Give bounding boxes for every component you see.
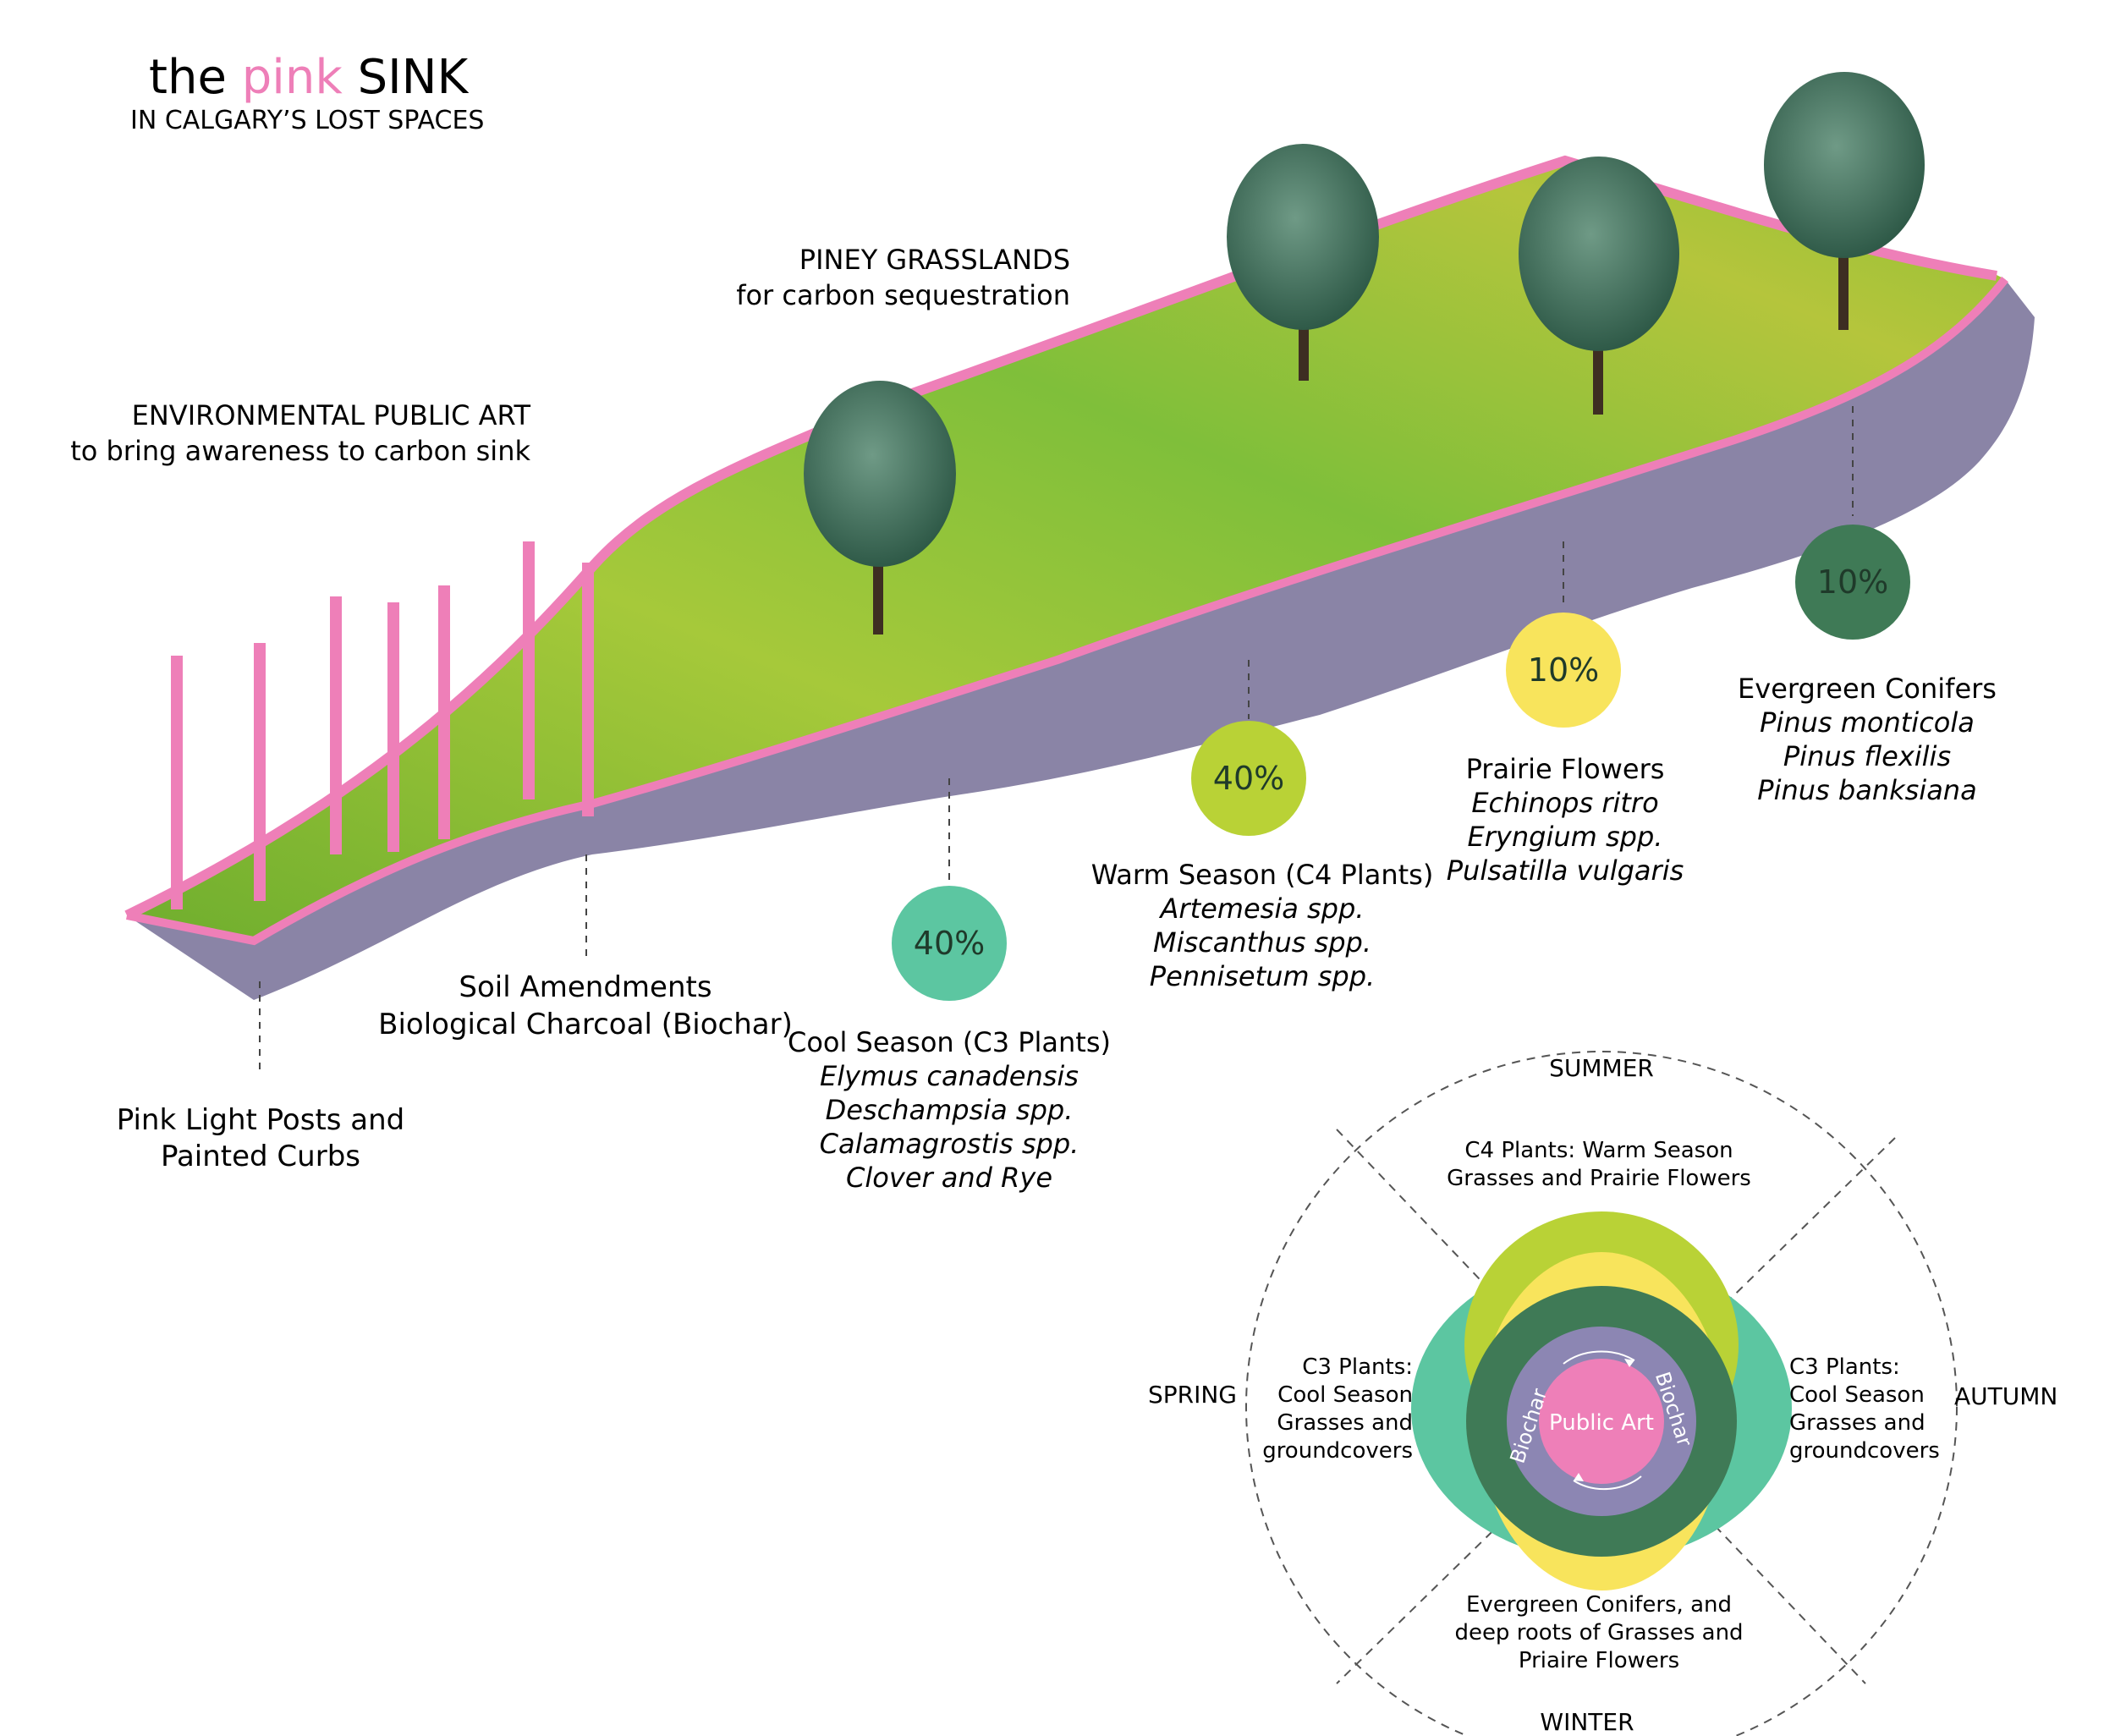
- cycle-text-line: Priaire Flowers: [1519, 1648, 1679, 1673]
- percent-circle: [1795, 525, 1910, 640]
- plant-group-warm-season: 40% Warm Season (C4 Plants) Artemesia sp…: [1091, 721, 1434, 992]
- callout-line: Painted Curbs: [161, 1140, 360, 1173]
- callout-subtitle: to bring awareness to carbon sink: [70, 435, 530, 467]
- season-autumn: AUTUMN: [1954, 1382, 2057, 1410]
- light-post: [330, 596, 342, 854]
- title-prefix: the: [149, 50, 227, 105]
- callout-light-posts: Pink Light Posts and Painted Curbs: [117, 1103, 405, 1173]
- cycle-text-line: C3 Plants:: [1789, 1354, 1900, 1380]
- percent-circle: [892, 886, 1007, 1001]
- tree: [1764, 72, 1925, 330]
- species-name: Eryngium spp.: [1468, 821, 1663, 853]
- landscape-section: [124, 72, 2035, 1000]
- percent-circle: [1506, 613, 1621, 728]
- public-art-circle: [1539, 1359, 1664, 1484]
- title-block: the pink SINK IN CALGARY’S LOST SPACES: [130, 50, 484, 135]
- callout-line: Biological Charcoal (Biochar): [378, 1008, 793, 1041]
- arrow-head-icon: [1574, 1473, 1584, 1481]
- summer-text: C4 Plants: Warm Season Grasses and Prair…: [1447, 1138, 1751, 1191]
- public-art-label: Public Art: [1549, 1410, 1654, 1436]
- pink-curb-front: [126, 276, 2008, 946]
- tree: [1519, 157, 1679, 415]
- title-text: the pink SINK: [149, 50, 470, 105]
- cycle-text-line: Grasses and Prairie Flowers: [1447, 1166, 1751, 1191]
- plant-group-cool-season: 40% Cool Season (C3 Plants) Elymus canad…: [788, 886, 1111, 1194]
- autumn-text: C3 Plants: Cool Season Grasses and groun…: [1789, 1354, 1940, 1464]
- season-winter: WINTER: [1540, 1708, 1634, 1736]
- tree: [1227, 144, 1379, 381]
- leader-lines: [259, 406, 1854, 1070]
- callout-piney-grasslands: PINEY GRASSLANDS for carbon sequestratio…: [736, 244, 1070, 311]
- cycle-text-line: Evergreen Conifers, and: [1466, 1592, 1732, 1618]
- group-title: Cool Season (C3 Plants): [788, 1026, 1111, 1058]
- title-suffix: SINK: [358, 50, 470, 105]
- arrow-head-icon: [1624, 1359, 1634, 1367]
- cycle-text-line: Grasses and: [1789, 1410, 1925, 1436]
- spring-text: C3 Plants: Cool Season Grasses and groun…: [1262, 1354, 1413, 1464]
- season-ring: [1245, 1051, 1958, 1736]
- species-name: Pinus flexilis: [1783, 740, 1951, 772]
- species-name: Echinops ritro: [1471, 787, 1658, 819]
- callout-line: Pink Light Posts and: [117, 1103, 405, 1137]
- winter-text: Evergreen Conifers, and deep roots of Gr…: [1454, 1592, 1743, 1673]
- title-accent: pink: [242, 50, 343, 105]
- cycle-text-line: deep roots of Grasses and: [1454, 1620, 1743, 1645]
- season-spring: SPRING: [1148, 1381, 1237, 1409]
- cycle-text-line: C3 Plants:: [1302, 1354, 1413, 1380]
- cycle-arrow: [1563, 1350, 1635, 1365]
- species-name: Pinus monticola: [1760, 706, 1975, 739]
- plant-group-prairie-flowers: 10% Prairie Flowers Echinops ritro Eryng…: [1447, 613, 1684, 887]
- soil-band: [127, 279, 2035, 1000]
- light-post: [387, 602, 399, 852]
- species-name: Artemesia spp.: [1159, 893, 1365, 925]
- species-name: Pinus banksiana: [1757, 774, 1976, 806]
- callout-public-art: ENVIRONMENTAL PUBLIC ART to bring awaren…: [70, 399, 530, 467]
- season-cycle-diagram: Public Art Biochar Biochar SUMMER WINTER…: [1148, 1051, 2057, 1736]
- species-name: Calamagrostis spp.: [820, 1128, 1079, 1160]
- percent-circle: [1191, 721, 1306, 836]
- callout-title: ENVIRONMENTAL PUBLIC ART: [132, 399, 531, 431]
- cycle-text-line: groundcovers: [1789, 1438, 1940, 1464]
- plant-group-evergreen-conifers: 10% Evergreen Conifers Pinus monticola P…: [1738, 525, 1997, 806]
- divider-line: [1336, 1137, 1896, 1684]
- pink-curb-top: [124, 155, 1997, 920]
- cycle-text-line: Cool Season: [1789, 1382, 1925, 1408]
- cycle-text-line: groundcovers: [1262, 1438, 1413, 1464]
- percent-label: 40%: [914, 925, 985, 962]
- callout-line: Soil Amendments: [459, 970, 711, 1004]
- percent-label: 10%: [1817, 563, 1888, 601]
- percent-label: 40%: [1213, 760, 1284, 797]
- callout-soil-amendments: Soil Amendments Biological Charcoal (Bio…: [378, 970, 793, 1041]
- species-name: Pulsatilla vulgaris: [1447, 854, 1684, 887]
- light-post: [254, 643, 266, 901]
- light-post: [582, 563, 594, 816]
- light-posts: [171, 541, 594, 909]
- percent-label: 10%: [1528, 651, 1599, 689]
- light-post: [438, 585, 450, 839]
- group-title: Evergreen Conifers: [1738, 673, 1997, 705]
- species-name: Elymus canadensis: [820, 1060, 1079, 1092]
- grass-surface: [127, 161, 2005, 941]
- callout-title: PINEY GRASSLANDS: [799, 244, 1070, 276]
- subtitle: IN CALGARY’S LOST SPACES: [130, 106, 484, 135]
- cycle-arrow: [1573, 1475, 1642, 1491]
- light-post: [523, 541, 535, 799]
- tree: [804, 381, 956, 635]
- group-title: Prairie Flowers: [1466, 753, 1665, 785]
- cycle-text-line: C4 Plants: Warm Season: [1464, 1138, 1733, 1163]
- species-name: Deschampsia spp.: [826, 1094, 1074, 1126]
- species-name: Miscanthus spp.: [1153, 926, 1371, 959]
- callout-subtitle: for carbon sequestration: [736, 279, 1070, 311]
- cycle-text-line: Grasses and: [1277, 1410, 1413, 1436]
- species-name: Pennisetum spp.: [1150, 960, 1375, 992]
- group-title: Warm Season (C4 Plants): [1091, 859, 1434, 891]
- light-post: [171, 656, 183, 909]
- species-name: Clover and Rye: [846, 1162, 1052, 1194]
- season-summer: SUMMER: [1549, 1054, 1654, 1082]
- cycle-text-line: Cool Season: [1277, 1382, 1413, 1408]
